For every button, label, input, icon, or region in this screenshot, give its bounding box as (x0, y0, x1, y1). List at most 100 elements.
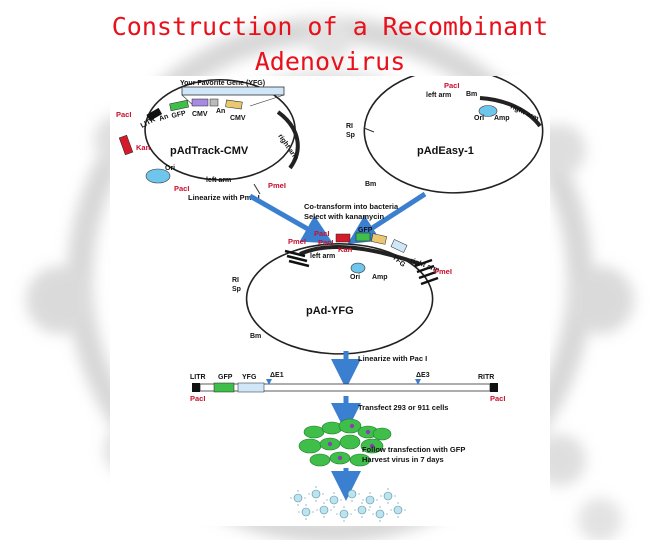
backbone-sp-label: Sp (346, 132, 355, 139)
shuttle-left-arm-label: left arm (206, 177, 231, 184)
linear-gfp-box (213, 382, 235, 393)
shuttle-cmv1-label: CMV (192, 111, 208, 118)
recombinant-gfp-box (355, 232, 371, 242)
follow-line-1: Follow transfection with GFP (362, 445, 465, 454)
backbone-ri-label: RI (346, 123, 353, 130)
shuttle-an-box (209, 98, 219, 107)
shuttle-ori-label: Ori (165, 165, 175, 172)
transfected-cells (298, 418, 392, 467)
shuttle-an2-label: An (216, 108, 225, 115)
recombinant-ori-ellipse (350, 262, 366, 274)
linear-e3-label: ΔE3 (416, 372, 430, 379)
cell-nucleus (369, 443, 375, 449)
recombinant-right-arm-hatch (414, 258, 439, 286)
linear-litr-box (192, 383, 200, 392)
backbone-plasmid-ring (363, 76, 544, 194)
linear-e1-label: ΔE1 (270, 372, 284, 379)
recombinant-yfg-box (390, 239, 408, 253)
recombinant-ori-label: Ori (350, 274, 360, 281)
follow-line-2: Harvest virus in 7 days (362, 455, 444, 464)
recombinant-plasmid: PmeI PacI PacI GFP Kan YFG left arm righ… (232, 227, 452, 355)
backbone-bm-bottom-label: Bm (365, 181, 376, 188)
title-line-2: Adenovirus (254, 47, 406, 76)
virus-spikes (290, 486, 406, 522)
backbone-ori-ellipse (478, 105, 498, 117)
linear-gfp-label: GFP (218, 374, 233, 381)
recombinant-amp-label: Amp (372, 274, 388, 281)
recombinant-pmei-left-label: PmeI (288, 237, 306, 246)
linear-yfg-box (237, 382, 265, 393)
backbone-left-arm-label: left arm (426, 92, 451, 99)
recombinant-kan-box (335, 233, 351, 243)
shuttle-litr-box (146, 107, 163, 121)
linear-litr-label: LITR (190, 374, 206, 381)
recombinant-name: pAd-YFG (306, 305, 354, 317)
linear-yfg-label: YFG (242, 374, 257, 381)
cotransform-arrows (248, 191, 427, 245)
virion (301, 507, 311, 517)
shuttle-plasmid-ring (144, 79, 296, 181)
recombinant-cmv-box (371, 233, 387, 245)
recombinant-bm-label: Bm (250, 333, 261, 340)
shuttle-name: pAdTrack-CMV (170, 145, 249, 157)
shuttle-cmv-box (191, 98, 209, 107)
yfg-label: Your Favorite Gene (YFG) (180, 80, 265, 87)
recombinant-paci-b-label: PacI (318, 238, 333, 247)
cell (303, 425, 325, 439)
backbone-ori-label: Ori (474, 115, 484, 122)
yfg-guide-right (249, 94, 285, 107)
shuttle-plasmid: Your Favorite Gene (YFG) PacI LITR An GF… (116, 79, 300, 202)
backbone-paci-label: PacI (444, 81, 459, 90)
recombinant-sp-label: Sp (232, 286, 241, 293)
backbone-amp-label: Amp (494, 115, 510, 122)
virion (329, 495, 339, 505)
cotransform-line-2: Select with kanamycin (304, 212, 384, 221)
cell (372, 427, 392, 441)
shuttle-pmei-label: PmeI (268, 181, 286, 190)
shuttle-ori-ellipse (145, 168, 171, 184)
backbone-ri-tick (363, 127, 375, 133)
linearize-paci-step: Linearize with Pac I (358, 354, 427, 363)
virion (339, 509, 349, 519)
linear-paci-left-label: PacI (190, 394, 205, 403)
cell-nucleus (337, 455, 343, 461)
recombinant-pmei-right-label: PmeI (434, 267, 452, 276)
recombinant-plasmid-ring (245, 243, 434, 355)
recombinant-yfg-label: YFG (391, 254, 407, 269)
cotransform-line-1: Co-transform into bacteria (304, 202, 399, 211)
virion (357, 505, 367, 515)
shuttle-right-arm-arc (276, 110, 300, 170)
virion (347, 489, 357, 499)
backbone-right-arm-arc (479, 96, 542, 128)
cell-nucleus (365, 429, 371, 435)
recombinant-kan-label: Kan (338, 245, 353, 254)
right-converging-arrow (347, 191, 427, 245)
recombinant-left-arm-label: left arm (310, 253, 335, 260)
virion (293, 493, 303, 503)
adenovirus-construction-diagram: Your Favorite Gene (YFG) PacI LITR An GF… (116, 76, 544, 522)
shuttle-gfp-label: GFP (171, 110, 187, 120)
linear-e3-marker (415, 379, 421, 385)
shuttle-paci-top-label: PacI (116, 110, 131, 119)
linear-ritr-label: RITR (478, 374, 494, 381)
shuttle-pmei-tick (253, 183, 261, 195)
yfg-box (181, 86, 285, 96)
cell (309, 453, 331, 467)
cell-nucleus (349, 423, 355, 429)
shuttle-paci-bottom-label: PacI (174, 184, 189, 193)
recombinant-gfp-label: GFP (358, 227, 373, 234)
shuttle-kan-box (118, 134, 134, 156)
cell (321, 421, 343, 435)
recombinant-ri-label: RI (232, 277, 239, 284)
shuttle-litr-label: LITR (140, 116, 157, 129)
virion (365, 495, 375, 505)
transfect-step: Transfect 293 or 911 cells (358, 403, 448, 412)
title-line-1: Construction of a Recombinant (111, 12, 549, 41)
virion (375, 509, 385, 519)
linear-paci-right-label: PacI (490, 394, 505, 403)
linear-e1-marker (266, 379, 272, 385)
recombinant-insert-top (299, 244, 421, 266)
linear-ritr-box (490, 383, 498, 392)
linear-genome: LITR GFP YFG ΔE1 ΔE3 RITR PacI PacI (190, 372, 505, 403)
